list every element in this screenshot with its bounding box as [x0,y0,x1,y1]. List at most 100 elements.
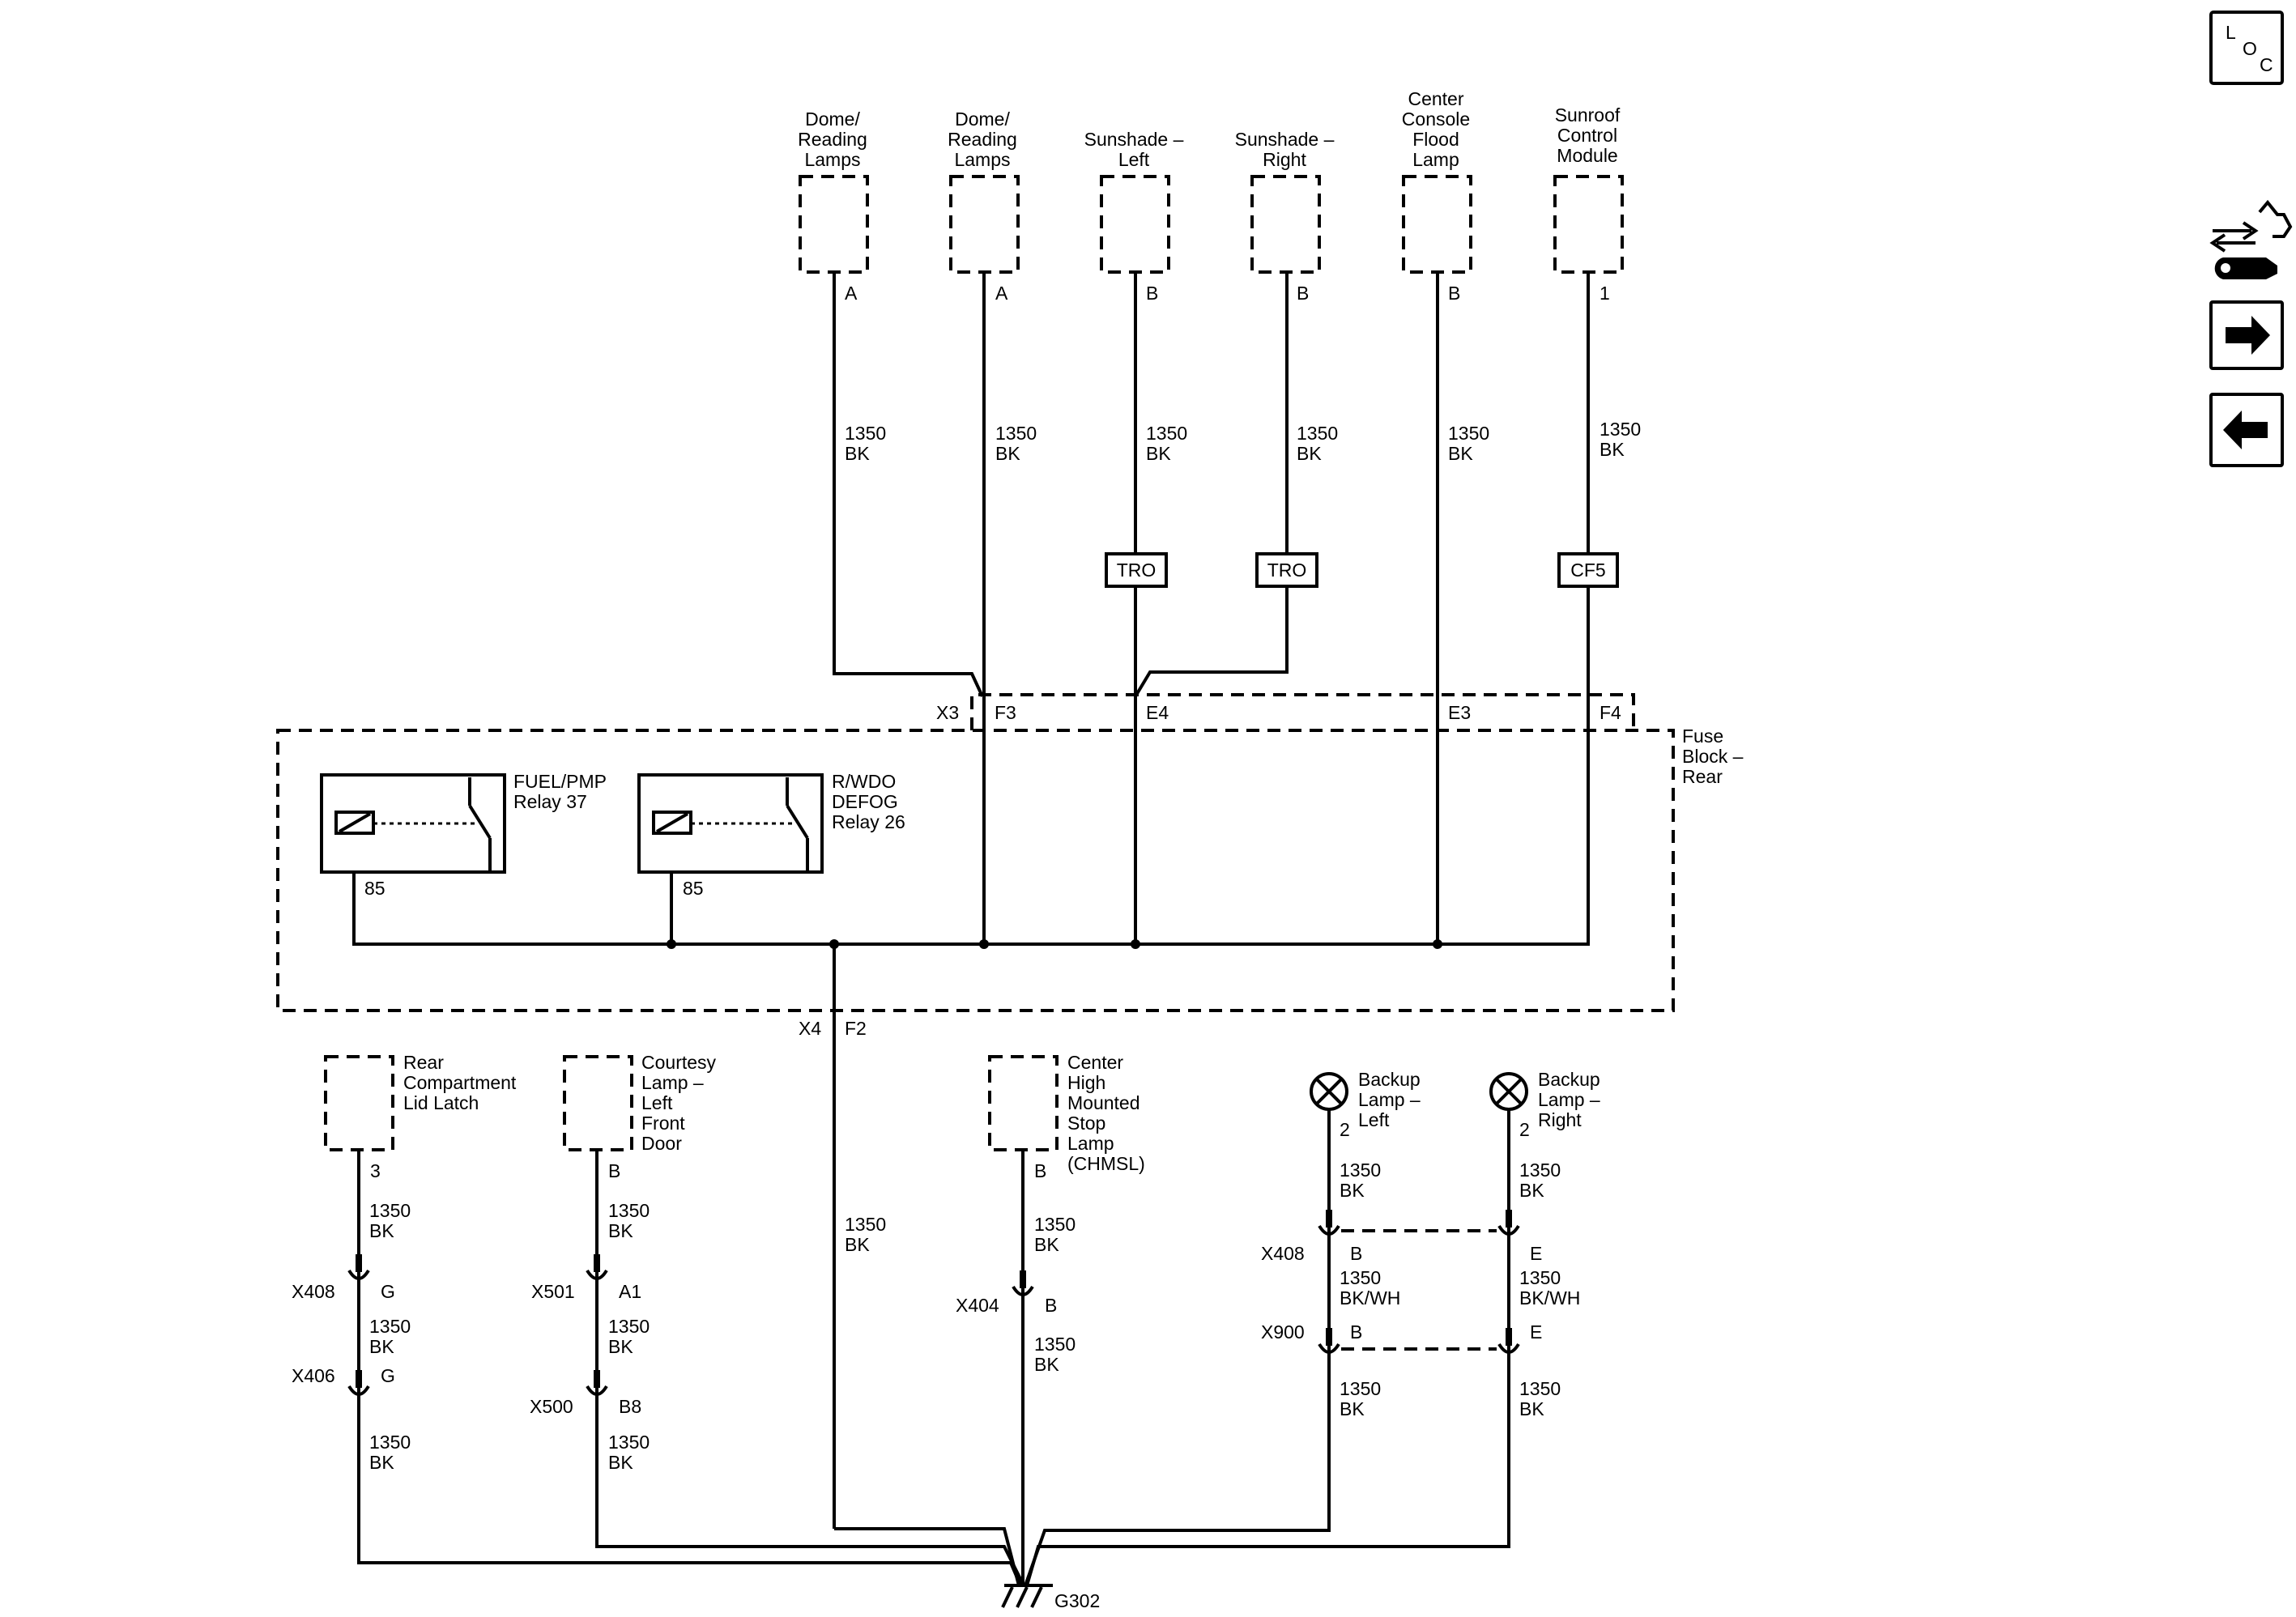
ground-g302-label: G302 [1054,1590,1100,1611]
inline-connector-symbol [1497,1343,1520,1354]
inline-connector-symbol [347,1385,370,1396]
pin-dome-1: A [845,283,858,304]
rear-compartment-latch-box [324,1055,394,1151]
pin-sunshade-left: B [1146,283,1158,304]
dome-lamp-2-box [949,175,1020,274]
splice-tro-2-label: TRO [1267,560,1307,581]
splice-tro-1-label: TRO [1117,560,1157,581]
connector-x501-pin: A1 [619,1281,641,1302]
connector-e3: E3 [1448,702,1471,723]
courtesy-lamp-box [563,1055,633,1151]
defog-relay-switch [786,804,809,840]
pin-relay-26-85: 85 [683,878,704,899]
pin-backup-right: 2 [1519,1119,1530,1140]
inline-connector-terminal [1020,1270,1026,1288]
ground-g302-symbol [1001,1584,1053,1608]
splice-cf5-label: CF5 [1570,560,1605,581]
inline-connector-symbol [1318,1224,1340,1236]
inline-connector-terminal [1326,1210,1332,1228]
wire-ground-trunk-join [834,1527,1020,1586]
wire-sunshade-right [1134,272,1289,698]
splice-dot [1433,939,1442,949]
connector-x3: X3 [936,702,959,723]
connector-x900-pin-right: E [1530,1321,1542,1343]
splice-dot [979,939,989,949]
inline-connector-symbol [586,1385,608,1396]
loc-icon[interactable]: L O C [2209,11,2284,85]
splice-cf5 [1557,552,1619,588]
fuse-block-rear [276,729,1675,1012]
connector-x408-backup-pin-right: E [1530,1243,1542,1264]
fuel-relay-switch [468,804,492,840]
backup-lamp-right-bulb [1489,1072,1528,1111]
connector-x408-backup-pin-left: B [1350,1243,1362,1264]
defog-relay-coil-slash [655,812,689,833]
connector-x501: X501 [531,1281,575,1302]
wire-dome-1 [833,272,984,697]
inline-connector-symbol [586,1269,608,1280]
arrow-left-icon[interactable] [2209,393,2284,467]
sunshade-right-box [1250,175,1321,274]
arrow-right-icon[interactable] [2209,300,2284,370]
inline-connectors [347,1210,1520,1396]
inline-connector-terminal [1506,1328,1512,1346]
sunshade-left-box [1100,175,1170,274]
connector-f4: F4 [1600,702,1621,723]
connector-tool-icon[interactable] [2209,199,2293,279]
rear-window-defog-relay-26 [637,773,824,874]
label-sunshade-left: Sunshade –Left [1084,129,1184,170]
dome-lamp-1-box [799,175,869,274]
connector-x500: X500 [530,1396,573,1417]
chmsl-box [988,1055,1059,1151]
pin-console-flood: B [1448,283,1460,304]
pin-dome-2: A [995,283,1008,304]
inline-connector-terminal [356,1254,362,1272]
connector-x406-pin: G [381,1365,395,1386]
connector-x408-backup: X408 [1261,1243,1305,1264]
loc-letter-l: L [2226,22,2236,43]
label-sunshade-right: Sunshade –Right [1235,129,1335,170]
loc-letter-o: O [2243,38,2257,59]
console-flood-lamp-box [1402,175,1472,274]
inline-connector-symbol [347,1269,370,1280]
inline-connector-symbol [1497,1224,1520,1236]
sunroof-module-box [1553,175,1624,274]
fuse-block-connector-x3 [970,693,1635,730]
splice-tro-2 [1255,552,1318,588]
inline-connector-terminal [1326,1328,1332,1346]
inline-connector-terminal [356,1370,362,1388]
connector-x900-pin-left: B [1350,1321,1362,1343]
backup-lamp-left-bulb [1310,1072,1348,1111]
wire-courtesy-lamp [595,1150,1025,1586]
pin-sunroof: 1 [1600,283,1610,304]
splice-dot [667,939,676,949]
inline-connector-symbol [1012,1285,1034,1296]
pin-sunshade-right: B [1297,283,1309,304]
